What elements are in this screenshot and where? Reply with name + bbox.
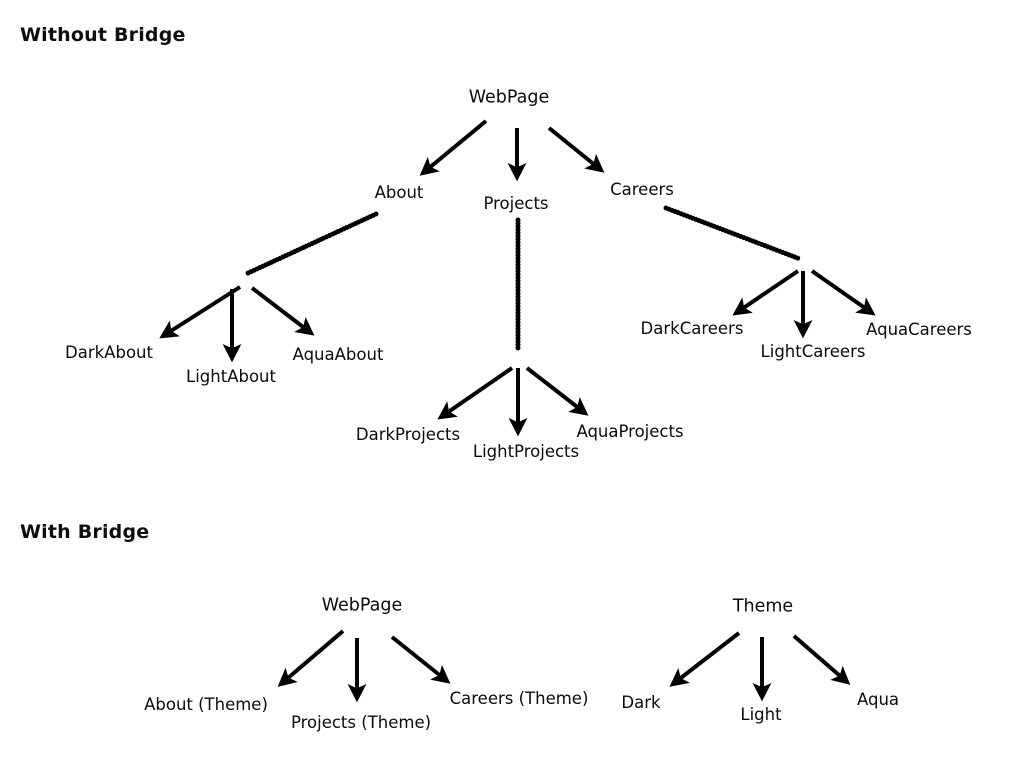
node-careers[interactable]: Careers	[610, 179, 674, 199]
node-aquaabout[interactable]: AquaAbout	[292, 344, 384, 364]
arrow-projects-to-aquaprojects	[525, 366, 589, 416]
dotted-link-careers	[663, 205, 803, 262]
arrow-webpage-to-careers	[547, 126, 605, 173]
node-darkabout[interactable]: DarkAbout	[65, 342, 153, 362]
arrow-about-to-aquaabout	[250, 286, 315, 336]
section-title-without-bridge: Without Bridge	[20, 24, 186, 46]
node-lightprojects[interactable]: LightProjects	[472, 441, 580, 461]
node-bridge-theme-root[interactable]: Theme	[732, 596, 794, 617]
arrow-bridge-theme-to-aqua	[792, 634, 851, 685]
arrow-about-to-darkabout	[159, 285, 242, 339]
arrow-careers-to-aquacareers	[810, 269, 876, 316]
node-projects[interactable]: Projects	[483, 193, 549, 213]
node-about[interactable]: About	[374, 182, 424, 202]
node-bridge-aqua[interactable]: Aqua	[856, 689, 900, 709]
dotted-link-about	[243, 211, 379, 277]
node-webpage-root[interactable]: WebPage	[468, 87, 550, 108]
arrow-bridge-webpage-to-about	[277, 629, 345, 687]
node-aquacareers[interactable]: AquaCareers	[866, 319, 972, 339]
node-bridge-careers-theme[interactable]: Careers (Theme)	[449, 688, 589, 708]
arrow-careers-to-darkcareers	[732, 269, 800, 316]
arrow-webpage-to-about	[419, 119, 488, 176]
node-lightcareers[interactable]: LightCareers	[760, 341, 866, 361]
node-darkcareers[interactable]: DarkCareers	[640, 318, 744, 338]
arrow-projects-to-darkprojects	[437, 366, 514, 420]
node-lightabout[interactable]: LightAbout	[186, 366, 276, 386]
node-darkprojects[interactable]: DarkProjects	[355, 424, 461, 444]
arrow-bridge-theme-to-dark	[669, 631, 741, 687]
node-bridge-webpage-root[interactable]: WebPage	[321, 595, 403, 616]
node-bridge-dark[interactable]: Dark	[621, 692, 661, 712]
node-bridge-about-theme[interactable]: About (Theme)	[144, 694, 268, 714]
node-bridge-projects-theme[interactable]: Projects (Theme)	[290, 712, 432, 732]
node-bridge-light[interactable]: Light	[740, 704, 782, 724]
node-aquaprojects[interactable]: AquaProjects	[576, 421, 684, 441]
section-title-with-bridge: With Bridge	[20, 521, 150, 543]
arrow-bridge-webpage-to-careers	[390, 635, 451, 684]
